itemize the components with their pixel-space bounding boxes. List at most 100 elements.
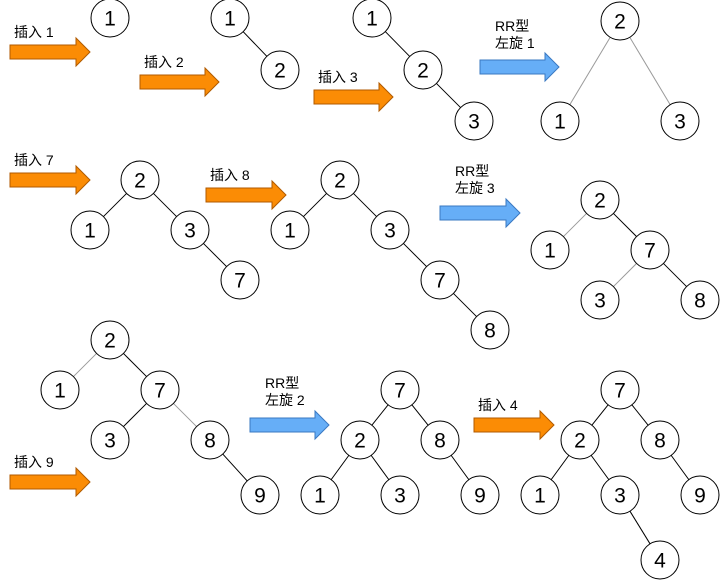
node-circle — [90, 0, 130, 38]
tree-edge — [103, 193, 127, 217]
node-value: 9 — [254, 485, 266, 508]
node-circle — [660, 101, 700, 141]
node-value: 1 — [54, 380, 66, 403]
arrow-shape — [139, 66, 220, 98]
tree-node: 8 — [640, 420, 680, 460]
node-value: 4 — [654, 550, 666, 573]
insert-arrow: 插入 9 — [9, 454, 91, 498]
node-value: 7 — [154, 380, 166, 403]
arrow-shape — [9, 36, 91, 68]
insert-arrow: 插入 4 — [473, 397, 555, 441]
node-circle — [190, 420, 230, 460]
tree-edge — [123, 353, 147, 377]
tree-edge — [123, 403, 147, 427]
tree-node: 7 — [220, 260, 260, 300]
node-value: 9 — [474, 485, 486, 508]
arrow-shape — [205, 179, 287, 211]
node-circle — [403, 50, 443, 90]
node-value: 3 — [614, 485, 626, 508]
step-label: 插入 1 — [14, 24, 54, 40]
node-circle — [300, 475, 340, 515]
tree-edge — [73, 353, 97, 377]
node-value: 7 — [614, 380, 626, 403]
node-circle — [640, 420, 680, 460]
node-circle — [530, 230, 570, 270]
node-circle — [170, 210, 210, 250]
arrow-shape — [9, 466, 91, 498]
node-value: 3 — [384, 220, 396, 243]
node-value: 2 — [134, 170, 146, 193]
tree-edge — [353, 193, 377, 217]
tree-node: 3 — [660, 101, 700, 141]
step-label: 插入 7 — [14, 152, 54, 168]
arrow-shape — [473, 409, 555, 441]
insert-arrow: 插入 2 — [139, 54, 220, 98]
node-value: 3 — [594, 290, 606, 313]
tree-node: 3 — [170, 210, 210, 250]
node-circle — [240, 475, 280, 515]
step-label: 插入 9 — [14, 454, 54, 470]
tree-node: 8 — [470, 310, 510, 350]
node-value: 2 — [417, 60, 429, 83]
node-value: 7 — [394, 380, 406, 403]
node-value: 3 — [394, 485, 406, 508]
node-value: 3 — [104, 430, 116, 453]
step-label: 左旋 1 — [495, 35, 535, 51]
tree-node: 8 — [680, 280, 720, 320]
node-value: 3 — [468, 111, 480, 134]
tree-node: 2 — [120, 160, 160, 200]
tree-edge — [569, 37, 611, 105]
node-circle — [70, 210, 110, 250]
tree-edge — [453, 293, 477, 317]
tree-node: 8 — [420, 420, 460, 460]
node-value: 1 — [104, 8, 116, 31]
tree-node: 2 — [340, 420, 380, 460]
tree-node: 1 — [300, 475, 340, 515]
node-value: 8 — [654, 430, 666, 453]
step-label: 插入 2 — [144, 54, 184, 70]
tree-edge — [663, 263, 687, 287]
node-circle — [380, 370, 420, 410]
node-circle — [600, 370, 640, 410]
tree-edge — [629, 37, 671, 105]
tree-edge — [384, 31, 411, 57]
node-circle — [680, 280, 720, 320]
tree-edge — [411, 404, 429, 426]
node-circle — [340, 420, 380, 460]
arrow-shape — [9, 164, 91, 196]
node-circle — [680, 475, 720, 515]
tree-node: 3 — [454, 101, 494, 141]
tree-node: 7 — [630, 230, 670, 270]
tree-edge — [450, 455, 470, 480]
tree-node: 2 — [403, 50, 443, 90]
node-value: 2 — [594, 190, 606, 213]
step-label: 插入 4 — [478, 397, 518, 413]
node-value: 8 — [694, 290, 706, 313]
tree-node: 2 — [580, 180, 620, 220]
node-value: 2 — [354, 430, 366, 453]
tree-edge — [173, 403, 197, 427]
node-value: 8 — [484, 320, 496, 343]
tree-node: 3 — [380, 475, 420, 515]
tree-edge — [629, 510, 651, 545]
tree-node: 1 — [540, 101, 580, 141]
tree-node: 3 — [580, 280, 620, 320]
node-value: 7 — [234, 270, 246, 293]
tree-node: 3 — [90, 420, 130, 460]
node-value: 1 — [554, 111, 566, 134]
node-value: 3 — [674, 111, 686, 134]
tree-edge — [330, 455, 350, 480]
node-value: 9 — [694, 485, 706, 508]
node-circle — [640, 540, 680, 580]
node-value: 1 — [84, 220, 96, 243]
node-value: 2 — [104, 330, 116, 353]
tree-3: 1 2 3 — [352, 0, 494, 141]
tree-node: 1 — [352, 0, 392, 38]
tree-edge — [563, 213, 587, 237]
node-circle — [260, 50, 300, 90]
